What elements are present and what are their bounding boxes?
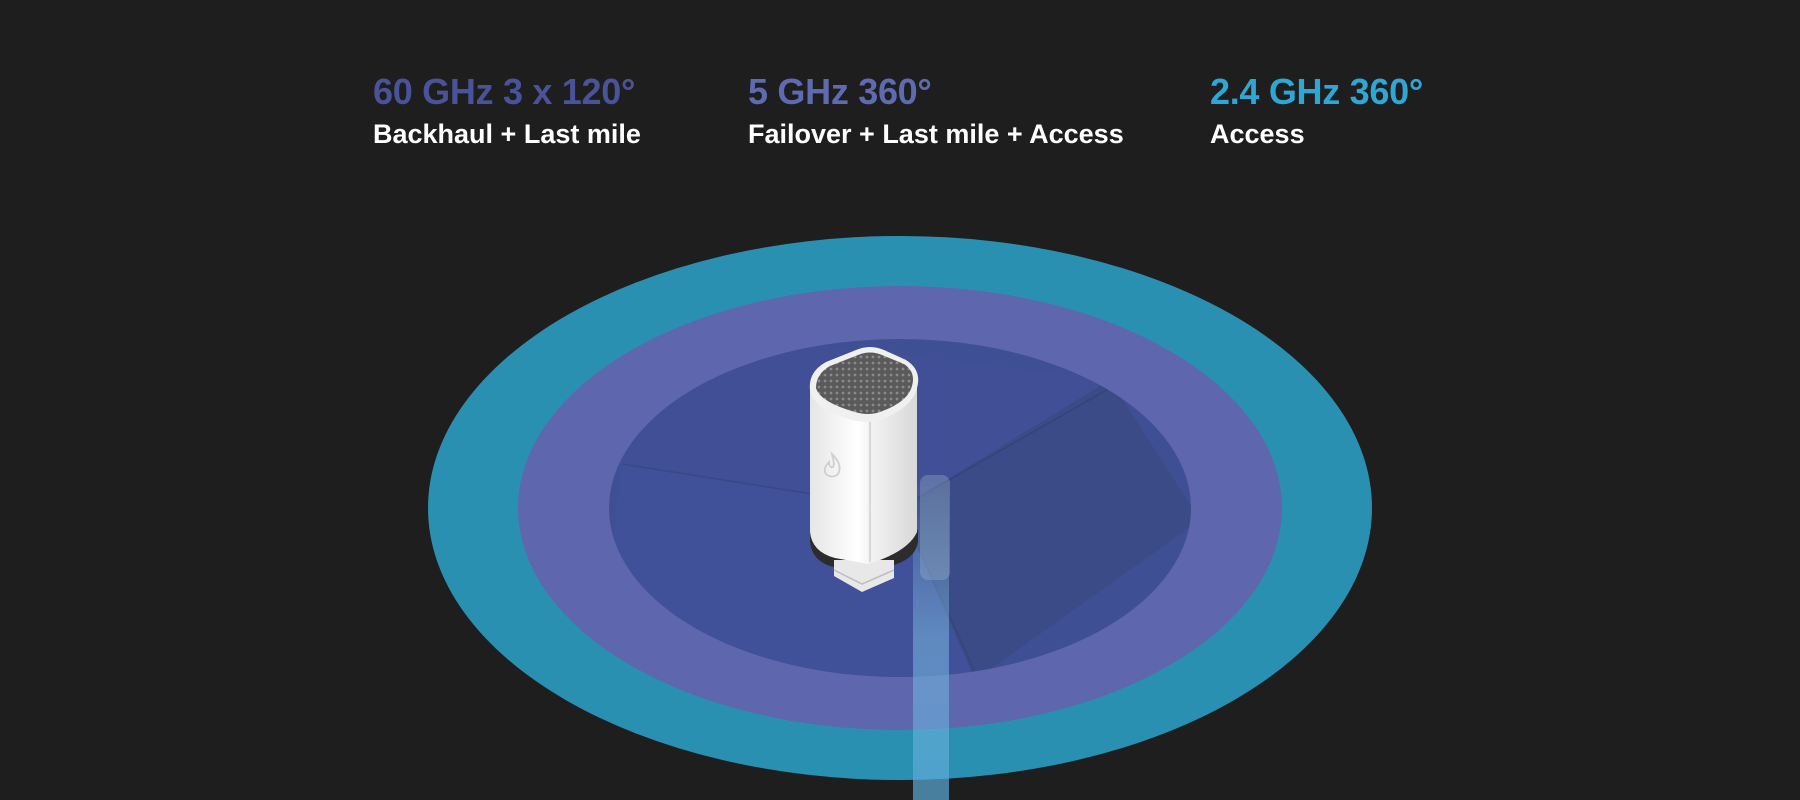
band-2-4ghz-label: 2.4 GHz 360° Access xyxy=(1210,70,1423,152)
band-2-4ghz-frequency: 2.4 GHz 360° xyxy=(1210,71,1423,112)
band-60ghz-frequency: 60 GHz 3 x 120° xyxy=(373,71,636,112)
radio-device xyxy=(809,347,919,592)
pole-bracket xyxy=(920,475,950,580)
sector-60ghz-right xyxy=(900,380,1191,677)
band-5ghz-role: Failover + Last mile + Access xyxy=(748,119,1124,149)
device-mesh-grille xyxy=(816,352,913,414)
band-5ghz-label: 5 GHz 360° Failover + Last mile + Access xyxy=(748,70,1124,152)
mounting-pole xyxy=(913,480,949,800)
band-2-4ghz-role: Access xyxy=(1210,119,1305,149)
device-connector xyxy=(834,560,894,592)
device-body xyxy=(810,388,917,564)
band-60ghz-label: 60 GHz 3 x 120° Backhaul + Last mile xyxy=(373,70,641,152)
band-5ghz-frequency: 5 GHz 360° xyxy=(748,71,932,112)
flame-icon xyxy=(823,451,841,478)
band-60ghz-role: Backhaul + Last mile xyxy=(373,119,641,149)
